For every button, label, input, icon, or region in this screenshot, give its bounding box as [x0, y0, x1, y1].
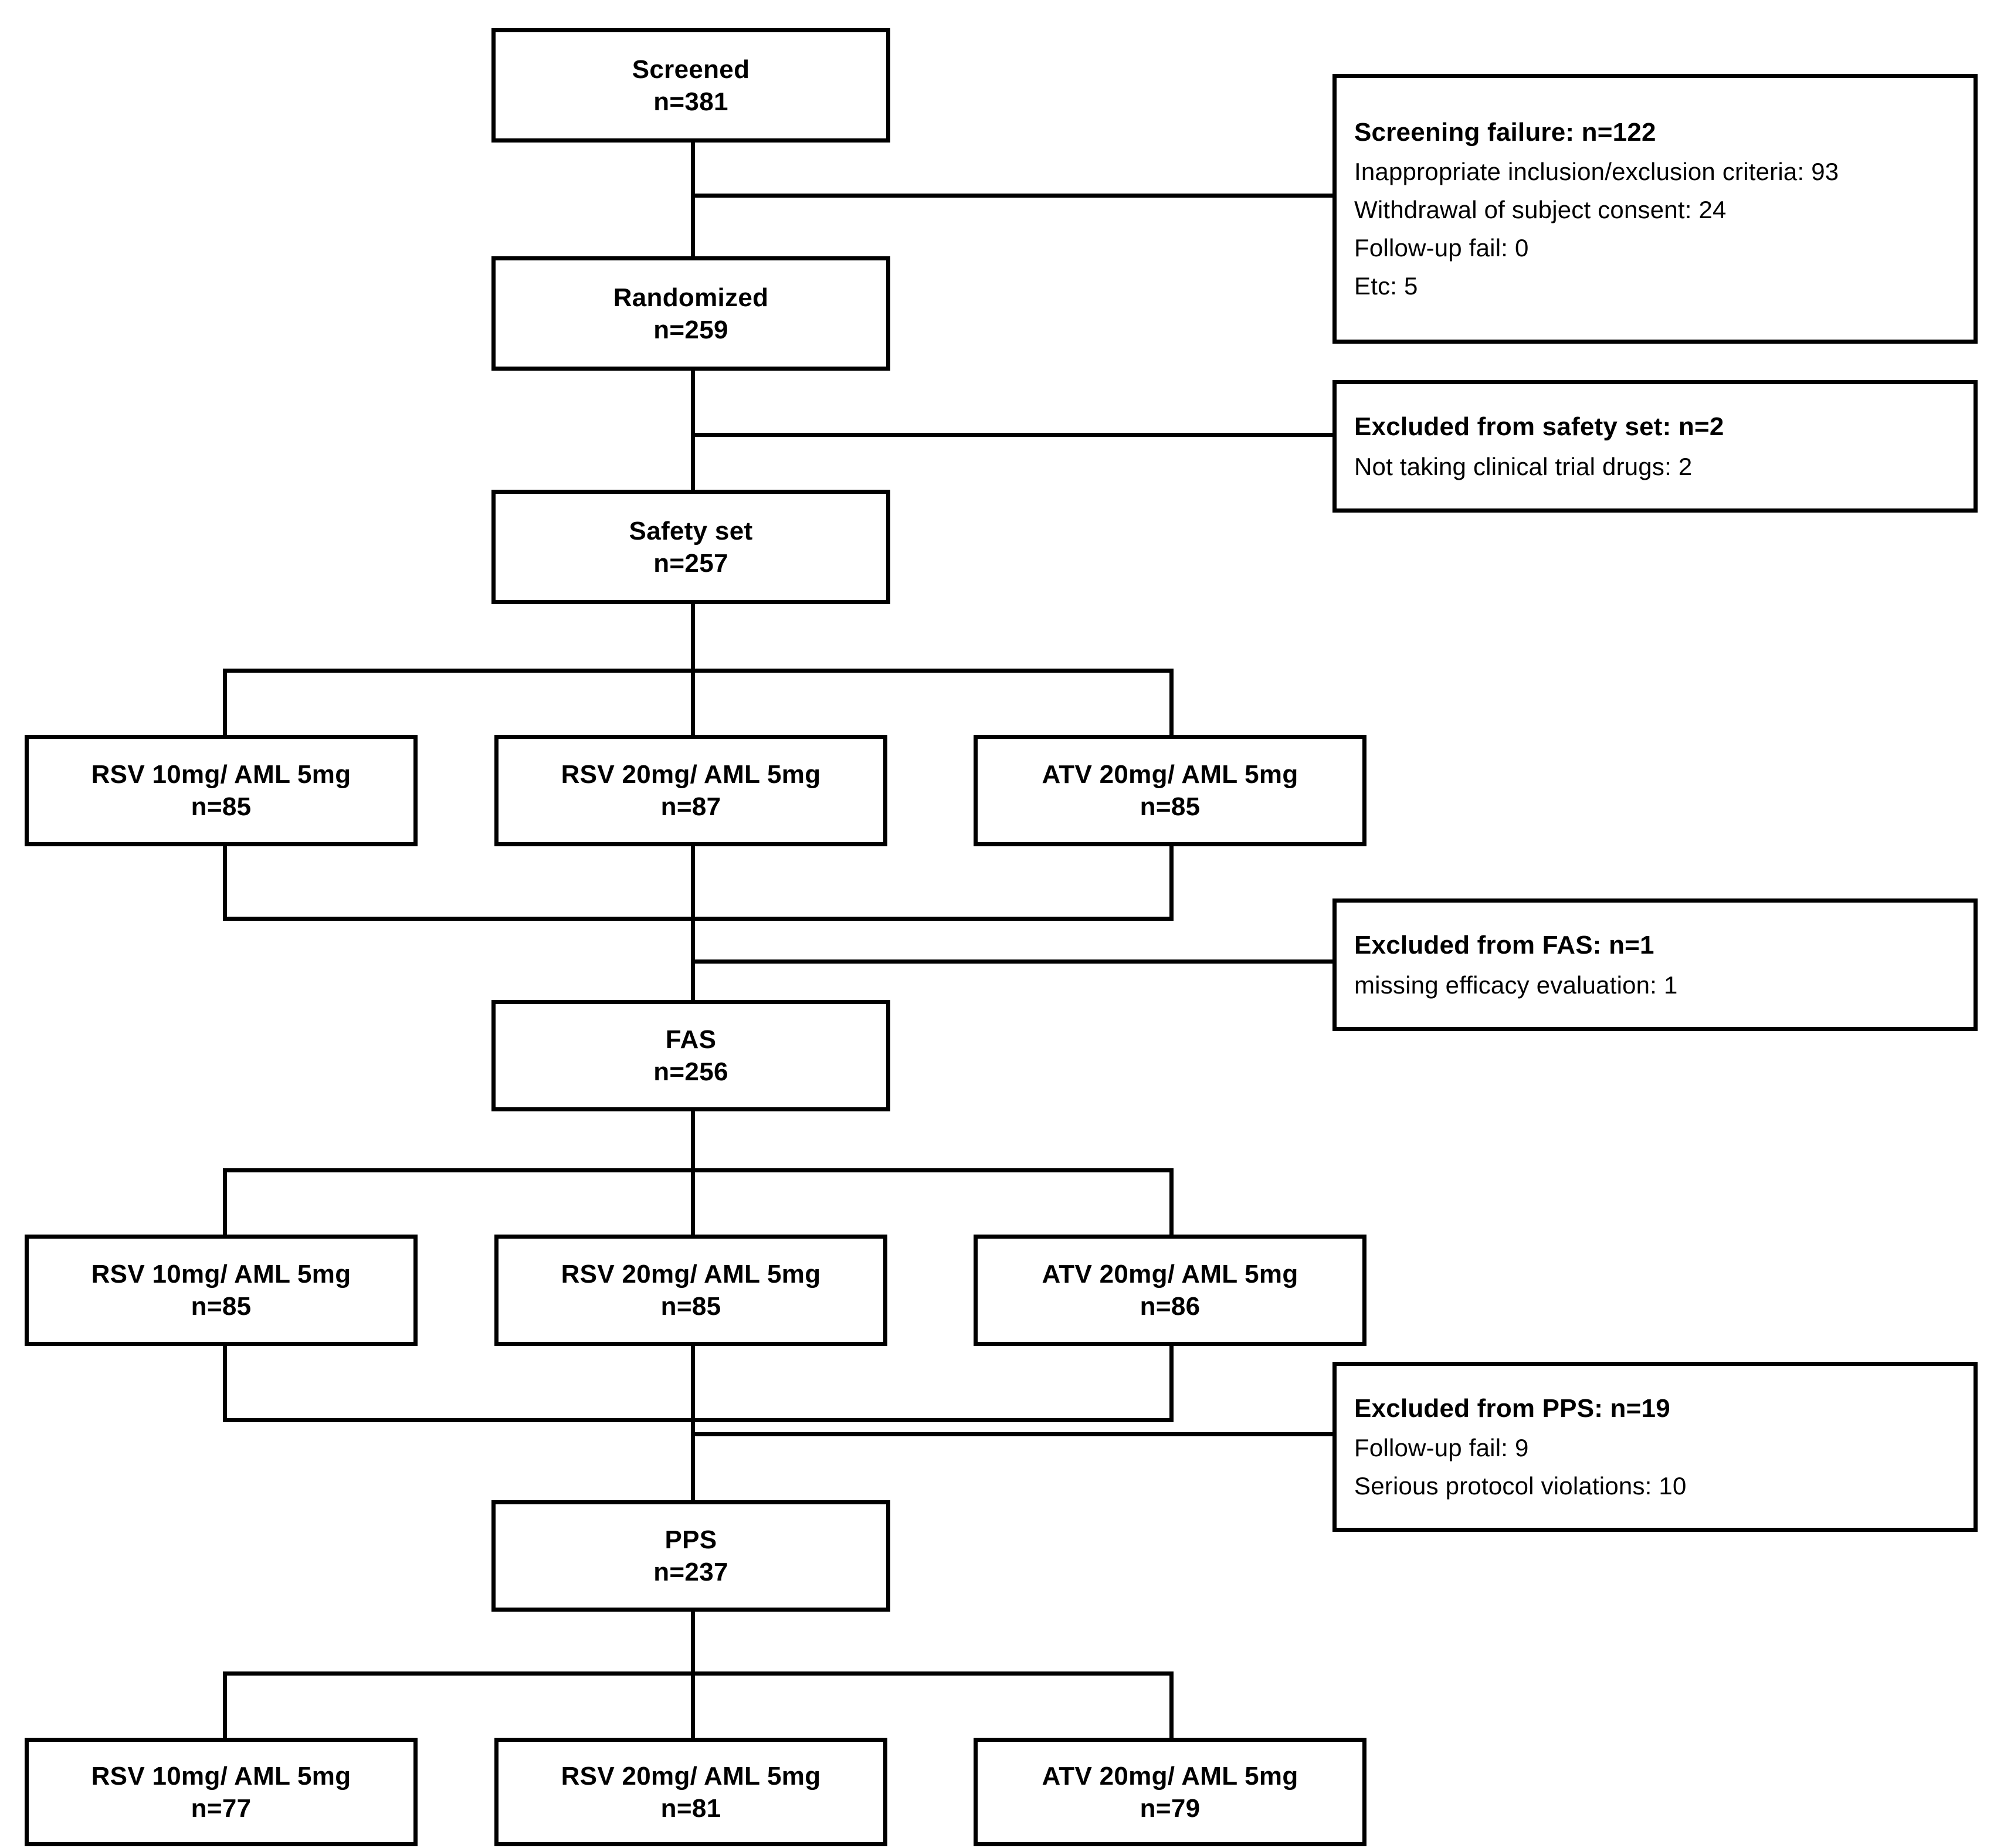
connector-safety-excluded-horizontal [691, 433, 1336, 437]
exclusion-safety-set[interactable]: Excluded from safety set: n=2 Not taking… [1332, 380, 1978, 513]
pps-arm-atv20-label: ATV 20mg/ AML 5mg [1042, 1761, 1298, 1791]
safety-arm-rsv10-label: RSV 10mg/ AML 5mg [91, 760, 351, 789]
connector-pps-bus [223, 1418, 1174, 1422]
fas-arm-atv20-count: n=86 [1140, 1292, 1201, 1321]
node-screened-count: n=381 [653, 87, 728, 116]
connector-pps-arm1-drop [223, 1671, 227, 1742]
pps-arm-rsv20[interactable]: RSV 20mg/ AML 5mg n=81 [494, 1738, 887, 1846]
connector-safety-arm1-up [223, 845, 227, 921]
connector-safety-arm2-drop [691, 669, 695, 739]
fas-arm-rsv10-count: n=85 [191, 1292, 252, 1321]
connector-safety-arm3-drop [1169, 669, 1174, 739]
exclusion-fas-reason-1: missing efficacy evaluation: 1 [1354, 971, 1678, 999]
pps-arm-rsv20-count: n=81 [660, 1793, 721, 1823]
node-fas-label: FAS [665, 1025, 717, 1054]
node-safety-set-count: n=257 [653, 548, 728, 578]
fas-arm-rsv20[interactable]: RSV 20mg/ AML 5mg n=85 [494, 1235, 887, 1346]
connector-pps-arm2-drop [691, 1671, 695, 1742]
connector-fas-arm2-up [691, 1346, 695, 1422]
connector-safety-arms-bus [223, 669, 1173, 673]
exclusion-screening-failure-reason-3: Follow-up fail: 0 [1354, 234, 1529, 262]
connector-fas-bus [223, 917, 1174, 921]
node-pps[interactable]: PPS n=237 [491, 1500, 890, 1612]
exclusion-pps[interactable]: Excluded from PPS: n=19 Follow-up fail: … [1332, 1362, 1978, 1532]
exclusion-fas-header: Excluded from FAS: n=1 [1354, 931, 1654, 960]
connector-screening-failure-horizontal [691, 194, 1336, 198]
exclusion-screening-failure-header: Screening failure: n=122 [1354, 117, 1656, 147]
exclusion-safety-set-reason-1: Not taking clinical trial drugs: 2 [1354, 452, 1693, 480]
fas-arm-atv20-label: ATV 20mg/ AML 5mg [1042, 1260, 1298, 1288]
node-randomized[interactable]: Randomized n=259 [491, 256, 890, 371]
fas-arm-rsv10-label: RSV 10mg/ AML 5mg [91, 1260, 351, 1288]
connector-fas-arm3-up [1169, 1346, 1174, 1422]
connector-safety-to-arms-vertical [691, 602, 695, 672]
node-randomized-count: n=259 [653, 315, 728, 344]
node-pps-count: n=237 [653, 1558, 728, 1586]
connector-fas-excluded-horizontal [691, 959, 1336, 964]
connector-safety-arm2-up [691, 845, 695, 921]
exclusion-pps-reason-2: Serious protocol violations: 10 [1354, 1472, 1687, 1500]
pps-arm-rsv10-count: n=77 [191, 1793, 252, 1823]
connector-pps-down [691, 1418, 695, 1505]
safety-arm-rsv10[interactable]: RSV 10mg/ AML 5mg n=85 [25, 735, 418, 846]
fas-arm-atv20[interactable]: ATV 20mg/ AML 5mg n=86 [974, 1235, 1366, 1346]
node-safety-set[interactable]: Safety set n=257 [491, 490, 890, 604]
safety-arm-rsv20[interactable]: RSV 20mg/ AML 5mg n=87 [494, 735, 887, 846]
safety-arm-atv20-label: ATV 20mg/ AML 5mg [1042, 760, 1298, 789]
node-fas[interactable]: FAS n=256 [491, 1000, 890, 1111]
connector-fas-arm1-drop [223, 1168, 227, 1239]
exclusion-screening-failure[interactable]: Screening failure: n=122 Inappropriate i… [1332, 74, 1978, 344]
connector-pps-arm3-drop [1169, 1671, 1174, 1742]
fas-arm-rsv20-label: RSV 20mg/ AML 5mg [561, 1260, 821, 1288]
connector-safety-arm1-drop [223, 669, 227, 739]
connector-safety-arm3-up [1169, 845, 1174, 921]
node-screened-label: Screened [632, 55, 750, 84]
exclusion-pps-reason-1: Follow-up fail: 9 [1354, 1434, 1529, 1462]
pps-arm-rsv20-label: RSV 20mg/ AML 5mg [561, 1761, 821, 1791]
safety-arm-rsv20-label: RSV 20mg/ AML 5mg [561, 760, 821, 789]
exclusion-fas[interactable]: Excluded from FAS: n=1 missing efficacy … [1332, 898, 1978, 1031]
exclusion-safety-set-header: Excluded from safety set: n=2 [1354, 412, 1724, 442]
fas-arm-rsv10[interactable]: RSV 10mg/ AML 5mg n=85 [25, 1235, 418, 1346]
exclusion-screening-failure-reason-1: Inappropriate inclusion/exclusion criter… [1354, 157, 1839, 185]
pps-arm-rsv10[interactable]: RSV 10mg/ AML 5mg n=77 [25, 1738, 418, 1846]
connector-pps-arms-bus [223, 1671, 1174, 1676]
node-fas-count: n=256 [653, 1057, 728, 1086]
pps-arm-rsv10-label: RSV 10mg/ AML 5mg [91, 1761, 351, 1791]
connector-pps-to-arms-vertical [691, 1605, 695, 1675]
pps-arm-atv20[interactable]: ATV 20mg/ AML 5mg n=79 [974, 1738, 1366, 1846]
connector-fas-arm3-drop [1169, 1168, 1174, 1239]
node-randomized-label: Randomized [613, 283, 769, 312]
connector-fas-arm1-up [223, 1346, 227, 1422]
connector-fas-to-arms-vertical [691, 1103, 695, 1172]
node-pps-label: PPS [664, 1525, 717, 1554]
connector-screened-to-randomized [691, 141, 695, 264]
safety-arm-rsv20-count: n=87 [660, 792, 721, 821]
connector-fas-arms-bus [223, 1168, 1174, 1172]
exclusion-screening-failure-reason-4: Etc: 5 [1354, 272, 1418, 300]
fas-arm-rsv20-count: n=85 [660, 1292, 721, 1321]
node-screened[interactable]: Screened n=381 [491, 28, 890, 143]
safety-arm-atv20[interactable]: ATV 20mg/ AML 5mg n=85 [974, 735, 1366, 846]
safety-arm-atv20-count: n=85 [1140, 792, 1201, 821]
connector-fas-arm2-drop [691, 1168, 695, 1239]
safety-arm-rsv10-count: n=85 [191, 792, 252, 821]
exclusion-pps-header: Excluded from PPS: n=19 [1354, 1393, 1670, 1423]
node-safety-set-label: Safety set [629, 516, 753, 545]
connector-pps-excluded-horizontal [691, 1432, 1336, 1436]
pps-arm-atv20-count: n=79 [1140, 1793, 1201, 1823]
exclusion-screening-failure-reason-2: Withdrawal of subject consent: 24 [1354, 196, 1727, 223]
